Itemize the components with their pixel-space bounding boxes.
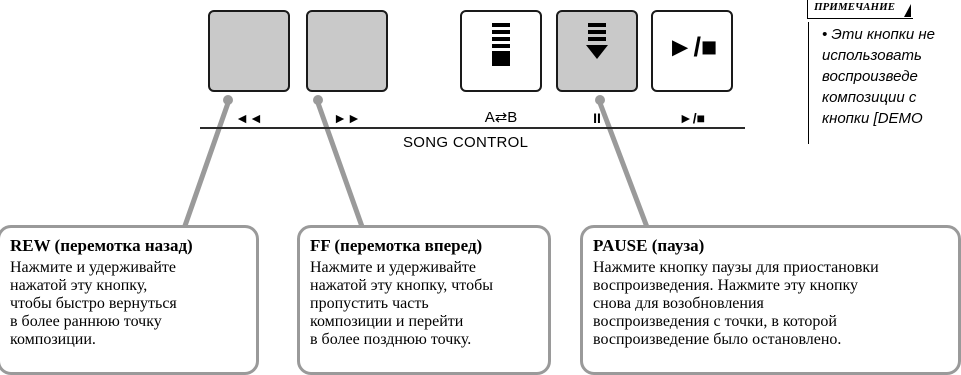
pause-label: II	[593, 110, 601, 126]
play-stop-icon: ►/■	[666, 32, 718, 62]
pause-button[interactable]	[556, 10, 638, 92]
ff-callout: FF (перемотка вперед) Нажмите и удержива…	[297, 225, 551, 375]
ab-repeat-icon	[492, 23, 510, 66]
pause-callout-title: PAUSE (пауза)	[593, 236, 705, 255]
rew-label: ◄◄	[235, 110, 263, 126]
ab-label: A⇄B	[484, 109, 518, 126]
section-label: SONG CONTROL	[403, 134, 529, 151]
ff-leader-line	[315, 100, 368, 238]
rew-callout: REW (перемотка назад) Нажмите и удержива…	[0, 225, 259, 375]
note-body: • Эти кнопки не использовать воспроизвед…	[822, 24, 961, 129]
leader-lines	[177, 95, 653, 243]
ff-callout-text: Нажмите и удерживайте нажатой эту кнопку…	[310, 259, 493, 348]
note-line	[808, 22, 809, 144]
rew-leader-dot	[223, 95, 233, 105]
pause-leader-dot	[595, 95, 605, 105]
divider-rule	[200, 127, 745, 129]
ff-callout-title: FF (перемотка вперед)	[310, 236, 483, 255]
rew-leader-line	[177, 100, 231, 243]
rew-callout-text: Нажмите и удерживайте нажатой эту кнопку…	[10, 259, 177, 348]
pause-callout-text: Нажмите кнопку паузы для приостановки во…	[593, 259, 879, 348]
note-title: ПРИМЕЧАНИЕ	[807, 0, 913, 19]
pause-callout: PAUSE (пауза) Нажмите кнопку паузы для п…	[580, 225, 961, 375]
pause-key-icon	[586, 23, 608, 59]
rew-button[interactable]	[208, 10, 290, 92]
ff-leader-dot	[313, 95, 323, 105]
note-text: • Эти кнопки не использовать воспроизвед…	[822, 26, 935, 127]
play-stop-button[interactable]: ►/■	[651, 10, 733, 92]
rew-callout-title: REW (перемотка назад)	[10, 236, 193, 255]
ff-label: ►►	[333, 110, 361, 126]
ab-repeat-button[interactable]	[460, 10, 542, 92]
ff-button[interactable]	[306, 10, 388, 92]
pause-leader-line	[597, 100, 653, 238]
play-stop-label: ►/■	[678, 110, 706, 126]
